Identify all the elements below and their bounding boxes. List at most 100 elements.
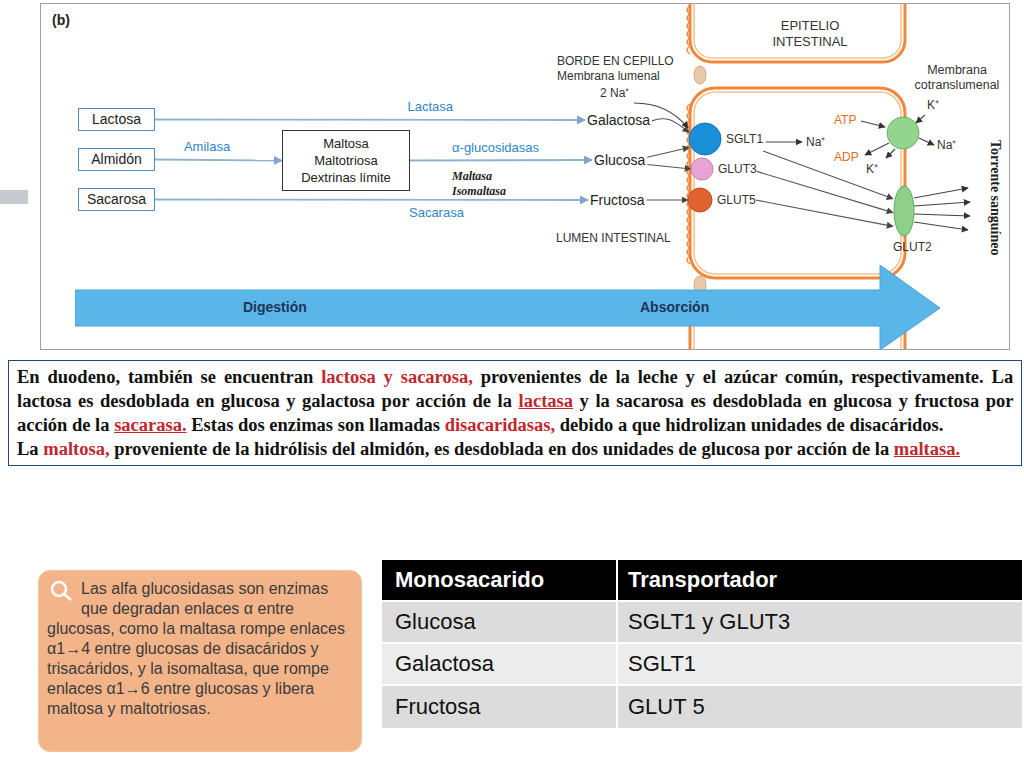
text-run: de <box>589 367 608 387</box>
structure-label: BORDE EN CEPILLO <box>557 54 674 68</box>
substrate-box: Almidón <box>78 148 155 171</box>
text-run: glucosa <box>701 439 760 459</box>
structure-label: Membrana lumenal <box>557 69 660 83</box>
transport-arrow <box>647 165 691 170</box>
text-run: leche <box>638 367 678 387</box>
enzyme-label: Amilasa <box>182 139 232 154</box>
text-run: debido <box>560 415 613 435</box>
table-cell: GLUT 5 <box>628 694 705 720</box>
transporter-circle-shape <box>688 188 712 212</box>
text-run: acción <box>797 439 847 459</box>
table-cell: SGLT1 y GLUT3 <box>628 609 790 635</box>
table-header: Monosacarido <box>395 567 544 593</box>
note-icon <box>47 579 81 601</box>
region-label: LUMEN INTESTINAL <box>556 231 671 245</box>
text-run: almidón, <box>360 439 429 459</box>
text-run: respectivamente. <box>851 367 984 387</box>
substrate-box: Sacarosa <box>78 188 155 211</box>
enzyme-name: Isomaltasa <box>452 184 506 198</box>
figure-panel <box>41 4 1010 350</box>
transporter-circle: SGLT1 <box>689 122 763 156</box>
text-run: provenientes <box>481 367 581 387</box>
transport-arrow <box>646 199 688 200</box>
note-icon-shape <box>47 579 81 601</box>
text-run: y <box>286 391 295 411</box>
product-box: MaltosaMaltotriosaDextrinas límite <box>282 130 410 191</box>
node-label: Galactosa <box>587 112 650 128</box>
text-run: es <box>78 391 93 411</box>
text-run: La <box>992 367 1014 387</box>
ion-label: Na⁺ <box>937 138 956 152</box>
text-run: galactosa <box>302 391 375 411</box>
text-run: dos <box>571 439 598 459</box>
text-run: la <box>498 391 512 411</box>
node-label: GLUT2 <box>893 240 932 254</box>
table-cell: SGLT1 <box>628 651 696 677</box>
text-run: por <box>986 391 1013 411</box>
transport-arrow <box>763 151 893 199</box>
text-run: sacarosa <box>616 391 684 411</box>
structure-label: Membrana cotranslumenal <box>906 63 1008 93</box>
node-label: GLUT3 <box>718 162 757 176</box>
structure-label: EPITELIO INTESTINAL <box>750 18 870 49</box>
text-run: desdoblada <box>454 439 543 459</box>
note-box: Las alfa glucosidasas son enzimas que de… <box>38 570 362 752</box>
text-run: duodeno, <box>48 367 121 387</box>
text-run: llamadas <box>369 415 440 435</box>
text-panel: En duodeno, también se encuentran lactos… <box>8 360 1022 466</box>
text-run: acción <box>17 415 67 435</box>
transport-arrow <box>652 119 689 133</box>
text-run: también <box>128 367 193 387</box>
text-run: de <box>212 439 231 459</box>
text-run: el <box>703 367 716 387</box>
enzyme-label: Sacarasa <box>407 205 466 220</box>
text-run: es <box>434 439 449 459</box>
text-run: azúcar <box>724 367 777 387</box>
text-run: glucosa <box>833 391 892 411</box>
text-run: fructosa <box>914 391 979 411</box>
table-cell: Glucosa <box>395 609 476 635</box>
transporter-circle: GLUT5 <box>688 187 756 213</box>
text-run: de <box>678 439 697 459</box>
table-cell: Fructosa <box>395 694 481 720</box>
transport-arrow <box>647 148 689 158</box>
text-run: la <box>615 367 629 387</box>
enzyme-label: α-glucosidasas <box>450 140 541 155</box>
transporter-shape <box>690 157 714 181</box>
enzyme-arrow <box>410 159 592 161</box>
text-run: dos <box>238 415 265 435</box>
text-run: la <box>875 439 889 459</box>
text-run: hidrólisis <box>254 439 327 459</box>
text-run: hidrolizan <box>665 415 746 435</box>
node-label: Maltosa <box>293 135 399 152</box>
text-run: desdoblada <box>712 391 801 411</box>
text-run: acción <box>416 391 466 411</box>
monosaccharide-label: Glucosa <box>592 151 647 169</box>
node-label: Fructosa <box>590 192 644 208</box>
energy-label: ATP <box>834 113 856 127</box>
text-run: y <box>899 391 908 411</box>
text-run: de <box>72 415 91 435</box>
text-run: Estas <box>191 415 233 435</box>
transporter-shape <box>687 187 713 213</box>
text-run: la <box>235 439 249 459</box>
text-run: unidades <box>603 439 674 459</box>
text-run: En <box>17 367 40 387</box>
arrow-polygon <box>75 265 940 350</box>
text-run: en <box>196 391 215 411</box>
ion-label: K⁺ <box>927 98 939 112</box>
node-label: Sacarosa <box>85 191 148 208</box>
text-run: de <box>826 415 845 435</box>
monosaccharide-label: Fructosa <box>588 191 646 209</box>
text-run: en <box>548 439 567 459</box>
arrow-shape <box>75 265 940 350</box>
text-run: sacarosa, <box>401 367 473 387</box>
table-grid <box>382 560 1022 728</box>
text-run: en <box>808 391 827 411</box>
enzyme-arrow <box>155 160 282 161</box>
table-header: Transportador <box>628 567 777 593</box>
node-label: Almidón <box>85 151 148 168</box>
text-run: la <box>595 391 609 411</box>
substrate-box: Lactosa <box>78 108 155 131</box>
